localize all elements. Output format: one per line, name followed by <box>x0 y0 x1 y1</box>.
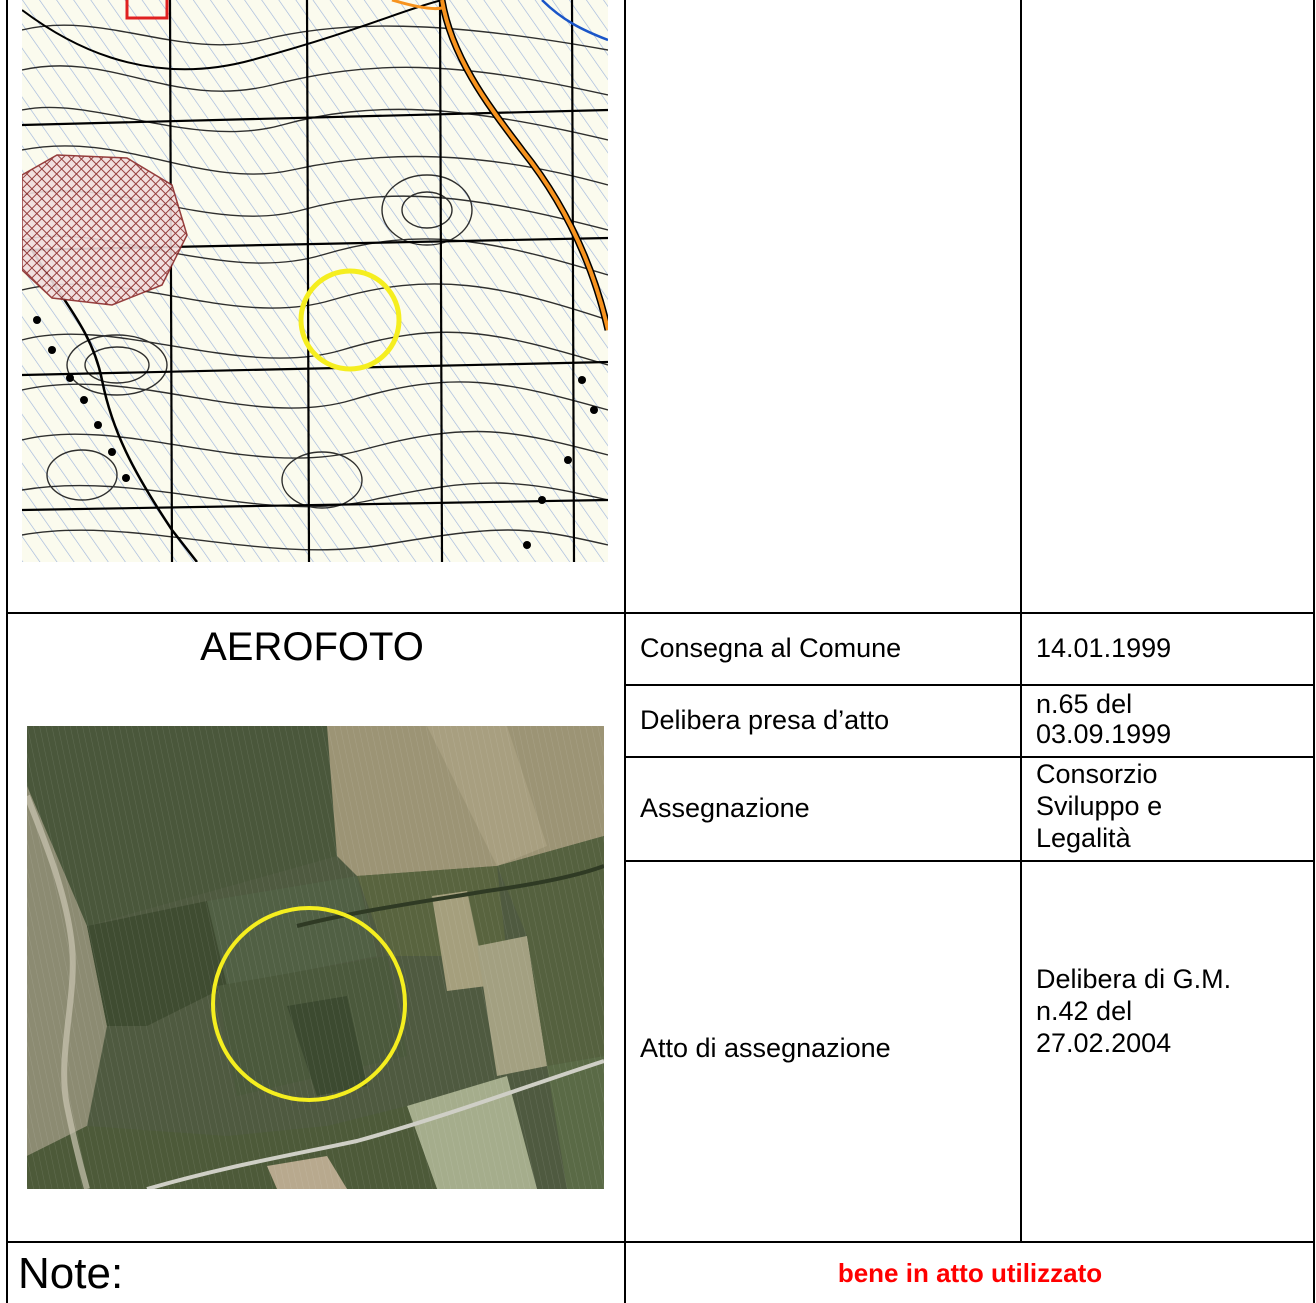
value-atto-line3: 27.02.2004 <box>1036 1028 1172 1058</box>
row-divider-consegna <box>624 684 1315 686</box>
value-atto-line2: n.42 del <box>1036 996 1133 1026</box>
row-divider-map <box>6 612 1315 614</box>
value-consegna: 14.01.1999 <box>1036 633 1172 663</box>
table-border-right <box>1313 0 1315 1303</box>
note-label: Note: <box>18 1249 124 1298</box>
aerofoto-heading: AEROFOTO <box>200 625 424 669</box>
label-consegna: Consegna al Comune <box>640 633 902 663</box>
note-value: bene in atto utilizzato <box>837 1258 1103 1288</box>
row-divider-assegnazione <box>624 860 1315 862</box>
row-divider-note <box>6 1241 1315 1243</box>
value-assegnazione-line2: Sviluppo e <box>1036 791 1163 821</box>
value-assegnazione-line1: Consorzio <box>1036 759 1158 789</box>
value-assegnazione-line3: Legalità <box>1036 823 1131 853</box>
label-assegnazione: Assegnazione <box>640 793 810 823</box>
value-delibera-line2: 03.09.1999 <box>1036 719 1172 749</box>
label-atto: Atto di assegnazione <box>640 1033 891 1063</box>
label-delibera: Delibera presa d’atto <box>640 705 890 735</box>
topographic-map-image <box>22 0 608 562</box>
table-divider-col2 <box>1020 0 1022 1242</box>
table-divider-col1 <box>624 0 626 1303</box>
row-divider-delibera <box>624 756 1315 758</box>
aerial-photo-image <box>27 726 604 1189</box>
value-delibera-line1: n.65 del <box>1036 689 1133 719</box>
value-atto-line1: Delibera di G.M. <box>1036 964 1232 994</box>
table-border-left <box>6 0 8 1303</box>
